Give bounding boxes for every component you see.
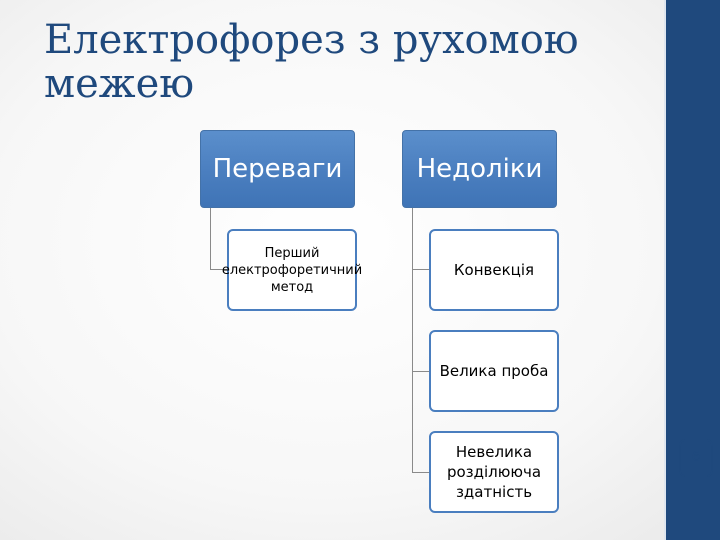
advantages-connector-item-1: [210, 269, 228, 270]
disadvantages-item-1-label: Конвекція: [453, 261, 535, 279]
disadvantages-item-2-label: Велика проба: [439, 362, 549, 380]
disadvantages-connector-vertical: [412, 208, 413, 473]
disadvantages-heading-box: Недоліки: [402, 130, 557, 208]
advantages-connector-vertical: [210, 208, 211, 270]
disadvantages-item-3-label: Невелика розділююча здатність: [446, 443, 542, 501]
page-number: 6: [691, 448, 701, 465]
right-accent-band: [666, 0, 720, 540]
advantages-heading-box: Переваги: [200, 130, 355, 208]
advantages-heading: Переваги: [212, 154, 343, 184]
disadvantages-connector-item-2: [412, 371, 430, 372]
disadvantages-heading: Недоліки: [416, 154, 543, 184]
slide-title: Електрофорез з рухомою межею: [44, 17, 579, 107]
disadvantages-item-3: Невелика розділююча здатність: [429, 431, 559, 513]
disadvantages-connector-item-1: [412, 269, 430, 270]
disadvantages-connector-item-3: [412, 472, 430, 473]
advantages-item-1-label: Перший електрофоретичний метод: [221, 245, 363, 295]
advantages-item-1: Перший електрофоретичний метод: [222, 229, 362, 311]
right-band-edge: [664, 0, 667, 540]
disadvantages-item-1: Конвекція: [429, 229, 559, 311]
disadvantages-item-2: Велика проба: [429, 330, 559, 412]
page-number-frame: [679, 439, 713, 477]
